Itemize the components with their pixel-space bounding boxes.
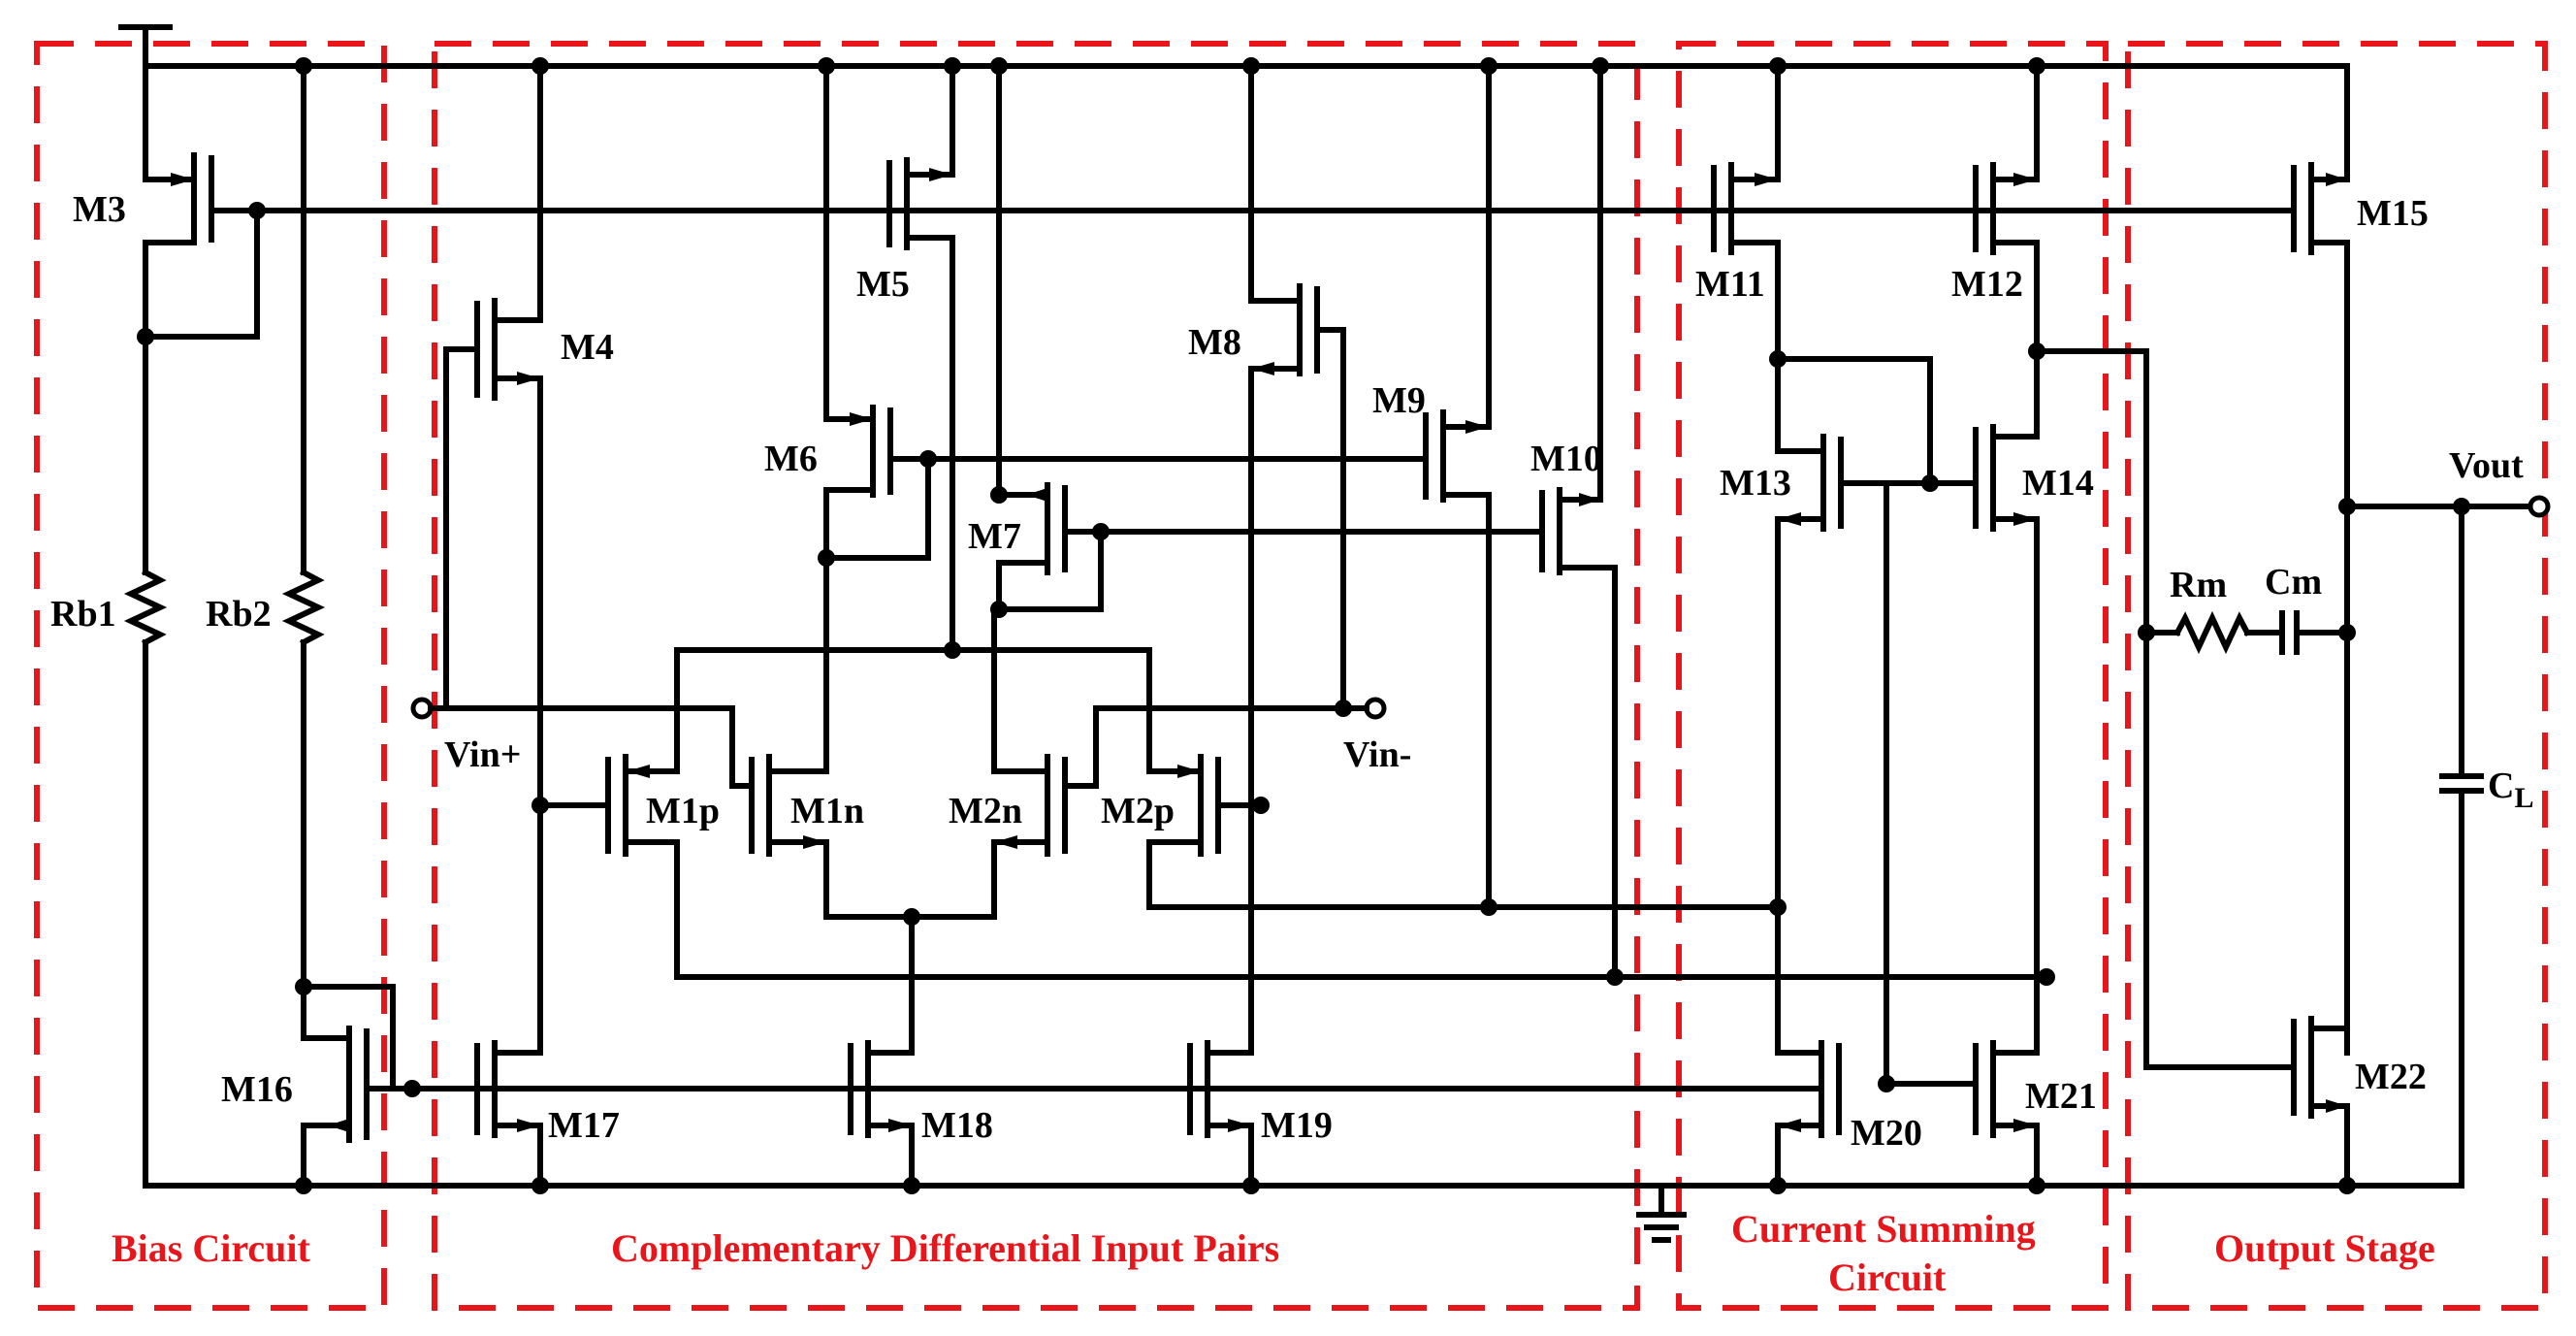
transistor-m14 (1973, 424, 2040, 532)
m17-label: M17 (548, 1105, 620, 1146)
transistor-m15 (2291, 162, 2350, 255)
vin-plus-label: Vin+ (444, 734, 521, 775)
resistor-rm (2173, 610, 2252, 655)
m7-label: M7 (968, 516, 1021, 557)
transistor-m13 (1775, 434, 1844, 532)
vin-minus-label: Vin- (1343, 734, 1411, 775)
transistor-m4 (443, 298, 543, 401)
m14-label: M14 (2022, 463, 2094, 504)
current-summing-label-2: Circuit (1828, 1255, 1947, 1299)
bias-circuit-box (34, 41, 387, 1311)
transistor-m1n (749, 754, 829, 857)
transistor-m5 (886, 118, 955, 250)
m8-label: M8 (1188, 322, 1241, 363)
transistor-m9 (1423, 409, 1492, 503)
transistor-m17 (474, 1040, 543, 1138)
current-summing-box (1676, 41, 2109, 1311)
m21-label: M21 (2025, 1076, 2097, 1117)
transistor-m6 (823, 405, 893, 498)
m20-label: M20 (1851, 1113, 1922, 1154)
bias-circuit-label: Bias Circuit (112, 1226, 311, 1270)
transistor-m18 (848, 1040, 915, 1138)
transistor-m12 (1973, 162, 2040, 255)
m4-label: M4 (561, 327, 614, 368)
m10-label: M10 (1530, 439, 1602, 479)
transistor-m19 (1187, 1040, 1254, 1138)
m6-label: M6 (764, 439, 818, 479)
m13-label: M13 (1720, 463, 1791, 504)
m1p-label: M1p (646, 791, 720, 831)
m3-label: M3 (73, 189, 126, 230)
vout-label: Vout (2449, 445, 2524, 486)
output-stage-label: Output Stage (2214, 1226, 2435, 1270)
rb2-label: Rb2 (206, 594, 272, 635)
transistor-m10 (1539, 487, 1618, 575)
transistor-m3 (143, 63, 260, 245)
m1n-label: M1n (790, 791, 864, 831)
m22-label: M22 (2355, 1057, 2427, 1097)
rb1-label: Rb1 (50, 594, 116, 635)
resistor-rb1 (123, 568, 168, 647)
m19-label: M19 (1261, 1105, 1333, 1146)
m2p-label: M2p (1101, 791, 1175, 831)
m16-label: M16 (221, 1069, 293, 1110)
output-stage-box (2125, 41, 2548, 1311)
vout-terminal[interactable] (2528, 495, 2551, 518)
m18-label: M18 (921, 1105, 993, 1146)
m5-label: M5 (856, 264, 910, 305)
m11-label: M11 (1695, 264, 1765, 305)
rm-label: Rm (2170, 565, 2227, 605)
ground-symbol (1636, 1183, 1687, 1243)
cl-label-sub: L (2514, 782, 2533, 814)
transistor-m11 (1711, 162, 1781, 255)
m2n-label: M2n (949, 791, 1022, 831)
resistor-rb2 (281, 568, 326, 647)
transistor-m1p (605, 754, 680, 857)
cl-label-main: C (2488, 766, 2514, 806)
cl-label: CL (2488, 766, 2533, 814)
transistor-m22 (2291, 1016, 2350, 1119)
transistor-m21 (1973, 1040, 2040, 1138)
transistor-m16 (301, 1026, 415, 1143)
m9-label: M9 (1372, 380, 1426, 421)
transistor-m8 (1248, 283, 1320, 376)
cm-label: Cm (2265, 562, 2322, 603)
input-pairs-box (432, 41, 1640, 1311)
input-pairs-label: Complementary Differential Input Pairs (611, 1226, 1279, 1270)
m15-label: M15 (2357, 193, 2429, 234)
transistor-m20 (1775, 1040, 1842, 1138)
current-summing-label: Current Summing (1731, 1207, 2036, 1251)
transistor-m2n (991, 754, 1068, 857)
m12-label: M12 (1951, 264, 2023, 305)
